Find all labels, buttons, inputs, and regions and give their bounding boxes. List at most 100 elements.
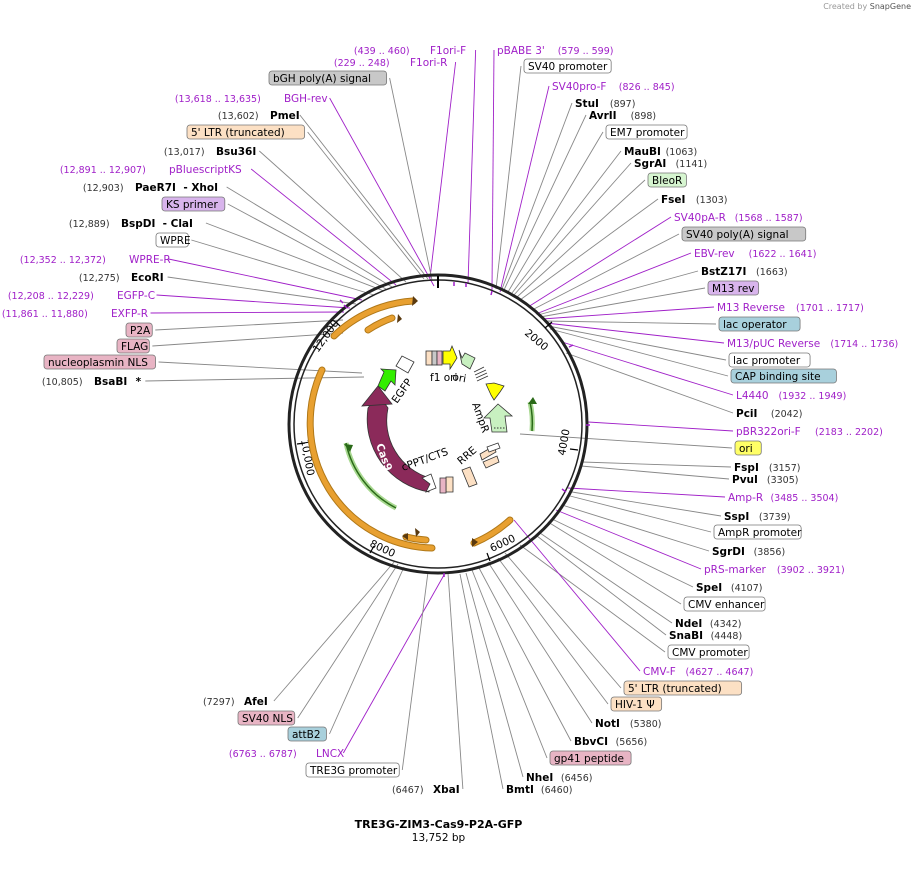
pcii-name: PciI [736, 408, 757, 420]
cas9-arrow [366, 393, 431, 493]
spei-name: SpeI [696, 582, 722, 594]
label-gp41[interactable]: gp41 peptide [549, 750, 632, 766]
label-sv40pa-r[interactable]: SV40pA-R(1568 .. 1587) [674, 212, 803, 224]
label-spei[interactable]: SpeI(4107) [696, 582, 762, 594]
spei-leader [551, 518, 694, 588]
label-cmv-f[interactable]: CMV-F(4627 .. 4647) [643, 666, 753, 678]
label-ndei[interactable]: NdeI(4342) [675, 618, 741, 630]
label-flag[interactable]: FLAG [116, 338, 150, 354]
label-lncx[interactable]: (6763 .. 6787)LNCX [229, 748, 344, 760]
maubi-name: MauBI [624, 146, 661, 158]
sv40pro-f-name: SV40pro-F [552, 81, 606, 93]
label-ksprimer[interactable]: KS primer [161, 196, 226, 212]
label-sv40pa[interactable]: SV40 poly(A) signal [681, 226, 807, 242]
gp41-box [549, 750, 632, 766]
label-xbai[interactable]: (6467)XbaI [392, 784, 460, 796]
ebv-rev-name: EBV-rev [694, 248, 735, 260]
label-ecori[interactable]: (12,275)EcoRI [79, 272, 164, 284]
egfp-c-leader [156, 294, 351, 309]
label-bstz17i[interactable]: BstZ17I(1663) [701, 266, 788, 278]
pcii-leader [565, 352, 734, 414]
label-fsei[interactable]: FseI(1303) [661, 194, 727, 206]
label-bgh[interactable]: bGH poly(A) signal [268, 70, 388, 86]
nhei-leader [465, 572, 524, 778]
label-attb2[interactable]: attB2 [287, 726, 327, 742]
m13rev-name: M13 rev [712, 283, 755, 295]
label-prs[interactable]: pRS-marker(3902 .. 3921) [704, 564, 845, 576]
label-bgh-rev[interactable]: (13,618 .. 13,635)BGH-rev [175, 93, 328, 105]
bgh-box [268, 70, 388, 86]
label-bleor[interactable]: BleoR [647, 172, 687, 188]
label-pmei[interactable]: (13,602)PmeI [218, 110, 300, 122]
bleor-leader [516, 179, 646, 298]
label-f1ori-f[interactable]: (439 .. 460)F1ori-F [354, 45, 466, 57]
label-sgrdi[interactable]: SgrDI(3856) [712, 546, 785, 558]
label-nls1[interactable]: nucleoplasmin NLS [43, 354, 156, 370]
leader-lines [145, 49, 734, 790]
maubi-position: (1063) [666, 147, 698, 158]
label-amp-r[interactable]: Amp-R(3485 .. 3504) [728, 492, 838, 504]
label-bmti[interactable]: BmtI(6460) [506, 784, 572, 796]
label-cap[interactable]: CAP binding site [730, 368, 837, 384]
label-pcii[interactable]: PciI(2042) [736, 408, 802, 420]
ecori-position: (12,275) [79, 273, 120, 284]
label-ltr5b[interactable]: 5' LTR (truncated) [623, 680, 743, 696]
label-bsabi[interactable]: (10,805)BsaBI* [42, 376, 142, 388]
label-stui[interactable]: StuI(897) [575, 98, 635, 110]
paer7i-position: (12,903) [83, 183, 124, 194]
label-tre3g[interactable]: TRE3G promoter [305, 762, 400, 778]
label-f1ori-r[interactable]: (229 .. 248)F1ori-R [334, 57, 448, 69]
label-afei[interactable]: (7297)AfeI [203, 696, 268, 708]
label-l4440[interactable]: L4440(1932 .. 1949) [736, 390, 846, 402]
label-pbsks[interactable]: (12,891 .. 12,907)pBluescriptKS [60, 164, 242, 176]
label-m13reverse[interactable]: M13 Reverse(1701 .. 1717) [717, 302, 864, 314]
lacop-name: lac operator [723, 319, 787, 331]
label-wpre[interactable]: WPRE [155, 232, 191, 248]
label-ltr5a[interactable]: 5' LTR (truncated) [186, 124, 306, 140]
label-em7[interactable]: EM7 promoter [605, 124, 688, 140]
label-hiv[interactable]: HIV-1 Ψ [610, 696, 663, 712]
label-noti[interactable]: NotI(5380) [595, 718, 661, 730]
label-p2a[interactable]: P2A [125, 322, 153, 338]
label-ebv-rev[interactable]: EBV-rev(1622 .. 1641) [694, 248, 816, 260]
label-bbvci[interactable]: BbvCI(5656) [574, 736, 647, 748]
label-egfp-c[interactable]: (12,208 .. 12,229)EGFP-C [8, 290, 155, 302]
m13puc-name: M13/pUC Reverse [727, 338, 820, 350]
label-ori[interactable]: ori [734, 440, 762, 456]
label-pbr322[interactable]: pBR322ori-F(2183 .. 2202) [736, 426, 883, 438]
label-lacprom[interactable]: lac promoter [728, 352, 811, 368]
label-exfp-r[interactable]: (11,861 .. 11,880)EXFP-R [2, 308, 148, 320]
label-cmvenh[interactable]: CMV enhancer [683, 596, 766, 612]
label-pvui[interactable]: PvuI(3305) [732, 474, 798, 486]
tick-4000: 4000 [556, 428, 572, 456]
label-sspi[interactable]: SspI(3739) [724, 511, 790, 523]
label-cmvprom[interactable]: CMV promoter [667, 644, 750, 660]
label-avrii[interactable]: AvrII(898) [589, 110, 656, 122]
label-bsu36i[interactable]: (13,017)Bsu36I [164, 146, 256, 158]
exfp-r-position: (11,861 .. 11,880) [2, 309, 88, 320]
label-nhei[interactable]: NheI(6456) [526, 772, 592, 784]
pvui-leader [580, 465, 730, 480]
ori-box [734, 440, 762, 456]
nhei-name: NheI [526, 772, 553, 784]
bmti-position: (6460) [541, 785, 573, 796]
label-fspi[interactable]: FspI(3157) [734, 462, 800, 474]
label-m13puc[interactable]: M13/pUC Reverse(1714 .. 1736) [727, 338, 898, 350]
label-snabi[interactable]: SnaBI(4448) [669, 630, 742, 642]
label-m13rev[interactable]: M13 rev [707, 280, 760, 296]
label-bspdi[interactable]: (12,889)BspDI- ClaI [69, 218, 193, 230]
sv40prom1-leader [495, 65, 522, 290]
f1ori-r-leader [429, 61, 457, 279]
label-maubi[interactable]: MauBI (1063) [624, 146, 697, 158]
label-wpre-r[interactable]: (12,352 .. 12,372)WPRE-R [20, 254, 171, 266]
label-ampprom[interactable]: AmpR promoter [713, 524, 802, 540]
label-paer7i[interactable]: (12,903)PaeR7I- XhoI [83, 182, 218, 194]
label-sv40prom1[interactable]: SV40 promoter [523, 58, 612, 74]
ampprom-name: AmpR promoter [718, 527, 802, 539]
sv40pa-r-position: (1568 .. 1587) [735, 213, 803, 224]
label-sv40nls[interactable]: SV40 NLS [237, 710, 296, 726]
label-lacop[interactable]: lac operator [718, 316, 801, 332]
label-sv40pro-f[interactable]: SV40pro-F(826 .. 845) [552, 81, 675, 93]
label-pbabe3[interactable]: pBABE 3'(579 .. 599) [497, 45, 613, 57]
label-sgrai[interactable]: SgrAI(1141) [634, 158, 707, 170]
